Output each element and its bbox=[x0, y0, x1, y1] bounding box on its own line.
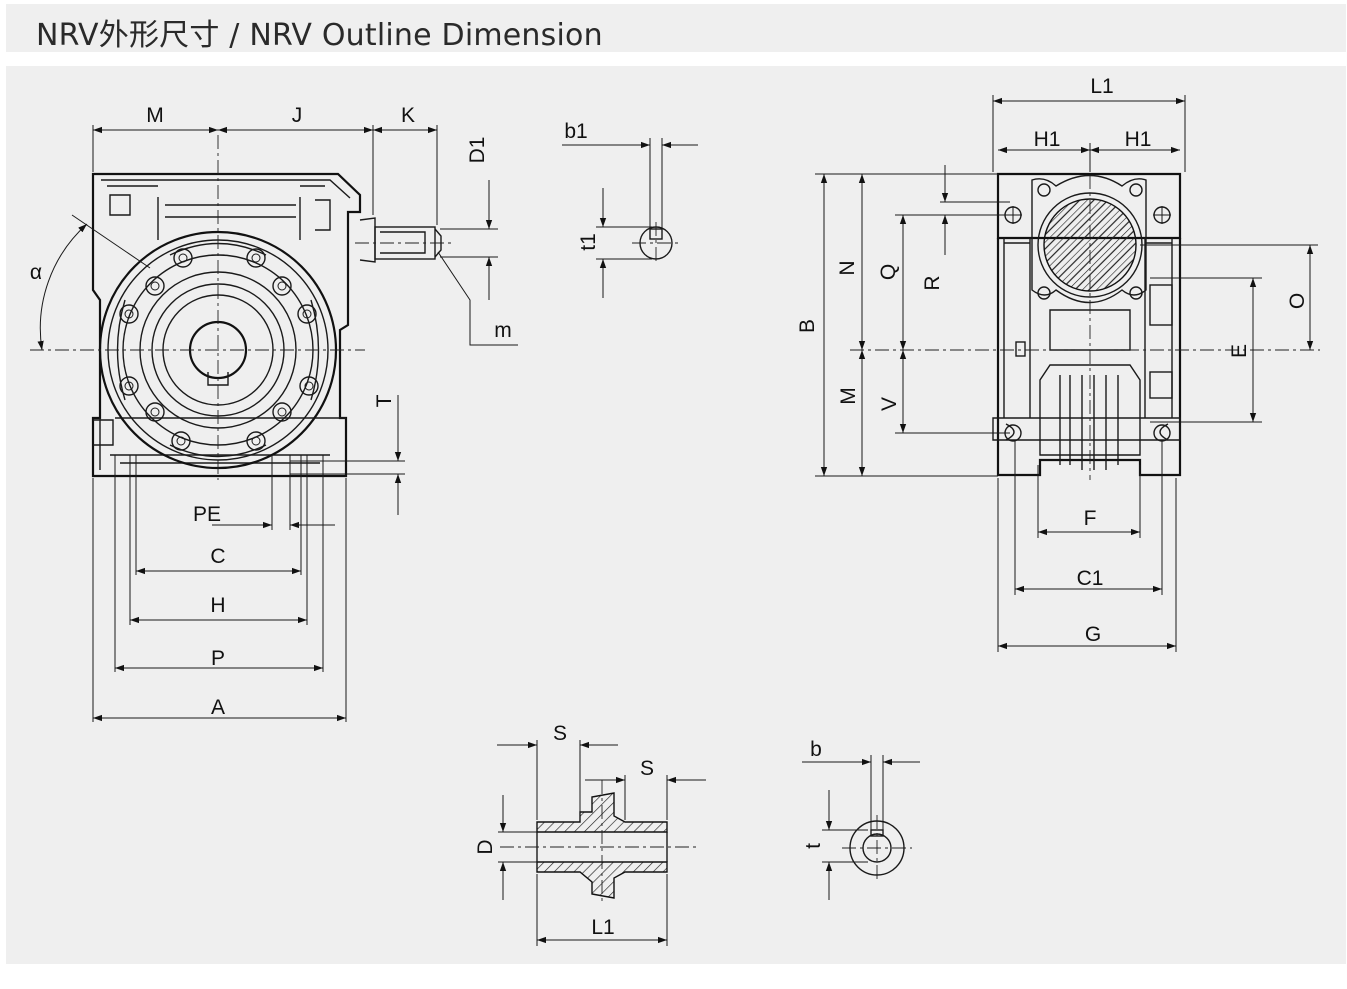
dim-label-S-right: S bbox=[640, 757, 654, 780]
bore-key-view: b t bbox=[802, 738, 920, 900]
dim-label-J: J bbox=[292, 104, 303, 127]
dim-label-E: E bbox=[1228, 344, 1251, 358]
dim-label-A: A bbox=[211, 696, 225, 719]
dim-label-V: V bbox=[878, 397, 901, 411]
dim-label-t: t bbox=[802, 843, 825, 849]
side-view: L1 H1 H1 B N Q R M V O E F C1 G bbox=[796, 75, 1320, 652]
dim-label-H1-left: H1 bbox=[1034, 128, 1061, 151]
header-bar: NRV外形尺寸 / NRV Outline Dimension bbox=[6, 4, 1346, 53]
dim-label-Q: Q bbox=[877, 264, 900, 280]
dim-label-F: F bbox=[1084, 507, 1097, 530]
dim-label-G: G bbox=[1085, 623, 1101, 646]
bolt-holes bbox=[119, 248, 319, 451]
dim-label-b1: b1 bbox=[564, 120, 587, 143]
dim-label-H: H bbox=[210, 594, 225, 617]
dim-label-K: K bbox=[401, 104, 415, 127]
dim-label-M: M bbox=[146, 104, 164, 127]
dim-label-C: C bbox=[210, 545, 225, 568]
dim-label-T: T bbox=[373, 394, 396, 407]
dim-label-D: D bbox=[474, 839, 497, 854]
dim-label-R: R bbox=[921, 275, 944, 290]
dim-label-D1: D1 bbox=[466, 137, 489, 164]
dim-label-PE: PE bbox=[193, 503, 221, 526]
dim-label-O: O bbox=[1286, 293, 1309, 309]
dim-label-N: N bbox=[836, 260, 859, 275]
dim-label-H1-right: H1 bbox=[1125, 128, 1152, 151]
dim-label-m: m bbox=[494, 319, 512, 342]
dim-label-S-top: S bbox=[553, 722, 567, 745]
dim-label-L1-side: L1 bbox=[1090, 75, 1113, 98]
dim-label-alpha: α bbox=[30, 261, 42, 284]
page-title: NRV外形尺寸 / NRV Outline Dimension bbox=[36, 18, 603, 53]
dim-label-B: B bbox=[796, 319, 819, 333]
dim-label-b: b bbox=[810, 738, 822, 761]
dim-label-M-side: M bbox=[837, 387, 860, 405]
hollow-shaft-view: S S D L1 bbox=[474, 722, 706, 946]
dim-label-C1: C1 bbox=[1077, 567, 1104, 590]
dim-label-L1-shaft: L1 bbox=[591, 916, 614, 939]
dim-label-P: P bbox=[211, 647, 225, 670]
shaft-key-view: b1 t1 bbox=[562, 120, 698, 298]
dim-label-t1: t1 bbox=[577, 233, 600, 251]
front-view: M J K D1 α m T PE C H P A bbox=[30, 104, 518, 722]
